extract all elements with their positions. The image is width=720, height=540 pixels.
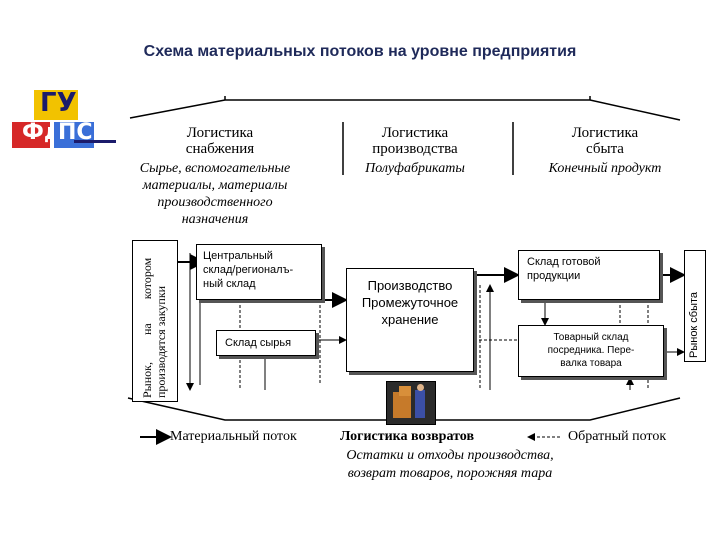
heading-sales: Логистика сбыта: [571, 125, 639, 157]
logo-top-text: ГУ: [40, 88, 77, 118]
subtitle-supply: Сырье, вспомогательные материалы, матери…: [139, 161, 291, 227]
university-logo: ГУ Фд ПС: [10, 88, 116, 158]
heading-production: Логистика производства: [372, 125, 458, 157]
returns-illustration: [386, 381, 436, 425]
raw-warehouse-box: Склад сырья: [216, 330, 316, 356]
legend-material-flow: Материальный поток: [170, 429, 297, 444]
logo-red-block: [12, 122, 50, 148]
legend-reverse-flow: Обратный поток: [568, 429, 667, 444]
subtitle-sales: Конечный продукт: [548, 161, 662, 176]
logo-underline: [74, 140, 116, 143]
sales-market-box: [684, 250, 706, 362]
legend-returns-description: Остатки и отходы производства, возврат т…: [346, 448, 554, 481]
logo-yellow-block: [34, 90, 78, 120]
subtitle-production: Полуфабрикаты: [365, 161, 465, 176]
logo-blue-block: [54, 122, 94, 148]
finished-warehouse-box: Склад готовой продукции: [518, 250, 660, 300]
legend-returns-title: Логистика возвратов: [340, 429, 474, 444]
purchase-market-label: Рынок, на котором производятся закупки: [140, 257, 168, 398]
purchase-market-box: [132, 240, 178, 402]
production-box: Производство Промежуточное хранение: [346, 268, 474, 372]
central-warehouse-box: Центральный склад/регионалъ- ный склад: [196, 244, 322, 300]
top-arc: [129, 99, 681, 121]
heading-supply: Логистика снабжения: [185, 125, 255, 157]
intermediary-warehouse-box: Товарный склад посредника. Пере- валка т…: [518, 325, 664, 377]
slide-title: Схема материальных потоков на уровне пре…: [143, 43, 577, 60]
sales-market-label: Рынок сбыта: [688, 291, 700, 358]
